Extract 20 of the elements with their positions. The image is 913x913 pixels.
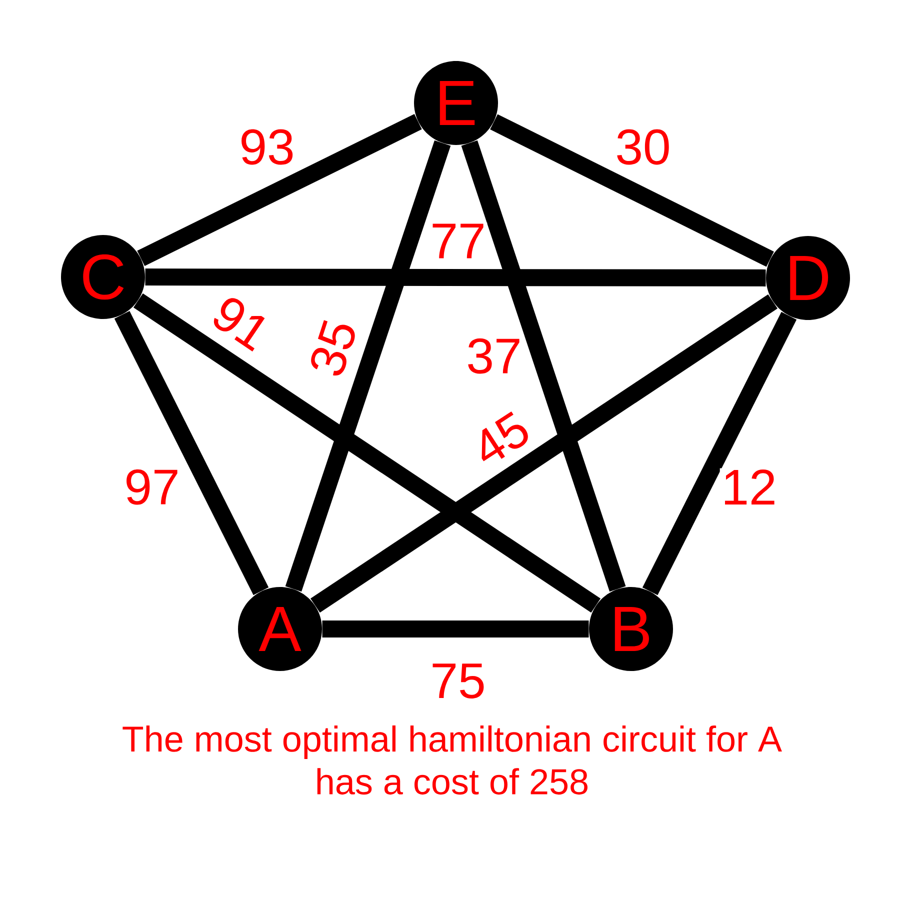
edge-line: [137, 114, 422, 266]
edge-line: [114, 310, 269, 596]
node-label: C: [83, 254, 124, 300]
edge-line: [642, 312, 797, 596]
edge-line: [461, 140, 626, 592]
edge-label: 93: [238, 128, 296, 166]
edge-label: 97: [122, 468, 182, 506]
edge-line: [145, 268, 766, 286]
node-label: D: [790, 256, 828, 300]
edge-label: 77: [428, 222, 488, 260]
edge-label: 91: [206, 290, 276, 356]
edge-label: 30: [614, 128, 672, 166]
edge-line: [322, 620, 589, 638]
edge-label: 35: [306, 314, 360, 382]
edge-label: 45: [466, 407, 536, 471]
caption: The most optimal hamiltonian circuit for A has a cost of 258: [122, 725, 782, 795]
edge-line: [490, 114, 774, 267]
edge-label: 75: [428, 662, 488, 700]
edge-label: 12: [720, 468, 778, 506]
edge-label: 37: [464, 336, 524, 376]
